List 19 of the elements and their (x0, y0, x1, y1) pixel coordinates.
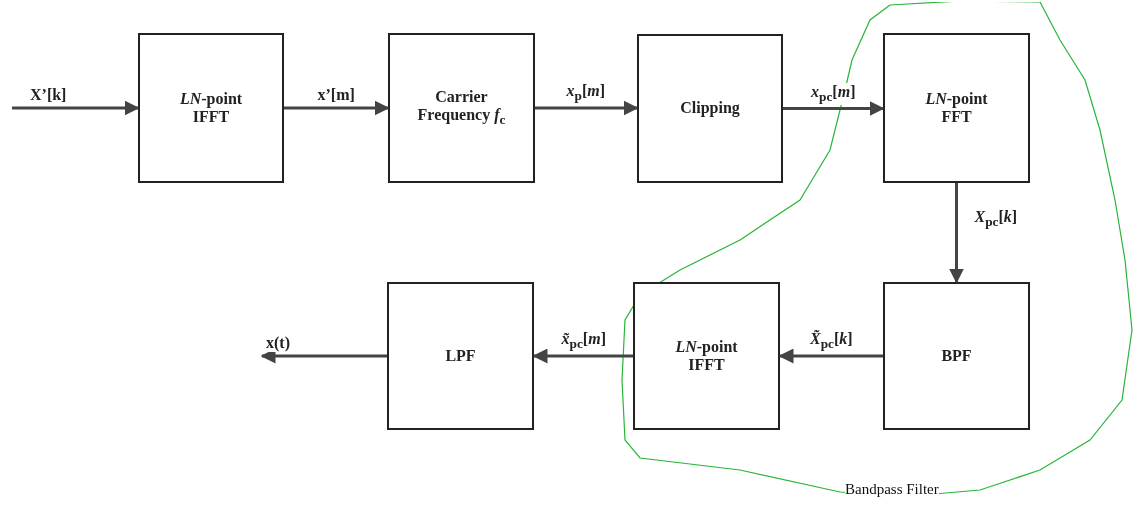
signal-label: x(t) (264, 334, 292, 352)
signal-label: x’[m] (315, 86, 357, 104)
process-box: LPF (387, 282, 534, 430)
signal-label: x̃$_{pc}$[m] (559, 330, 608, 353)
arrow (783, 101, 885, 116)
signal-label: X̃$_{pc}$[k] (808, 330, 855, 353)
arrow (535, 100, 639, 116)
arrow (284, 100, 390, 116)
signal-label: X’[k] (28, 86, 69, 104)
process-box: LN-point IFFT (633, 282, 780, 430)
process-box: Carrier Frequency f$_{c}$ (388, 33, 535, 183)
signal-label: x$_{pc}$[m] (809, 82, 858, 105)
arrow (12, 100, 140, 116)
process-box: BPF (883, 282, 1030, 430)
arrow (949, 183, 964, 284)
process-box: Clipping (637, 34, 783, 183)
process-box: LN-point FFT (883, 33, 1030, 183)
process-box: LN-point IFFT (138, 33, 284, 183)
group-label: Bandpass Filter (845, 481, 939, 498)
